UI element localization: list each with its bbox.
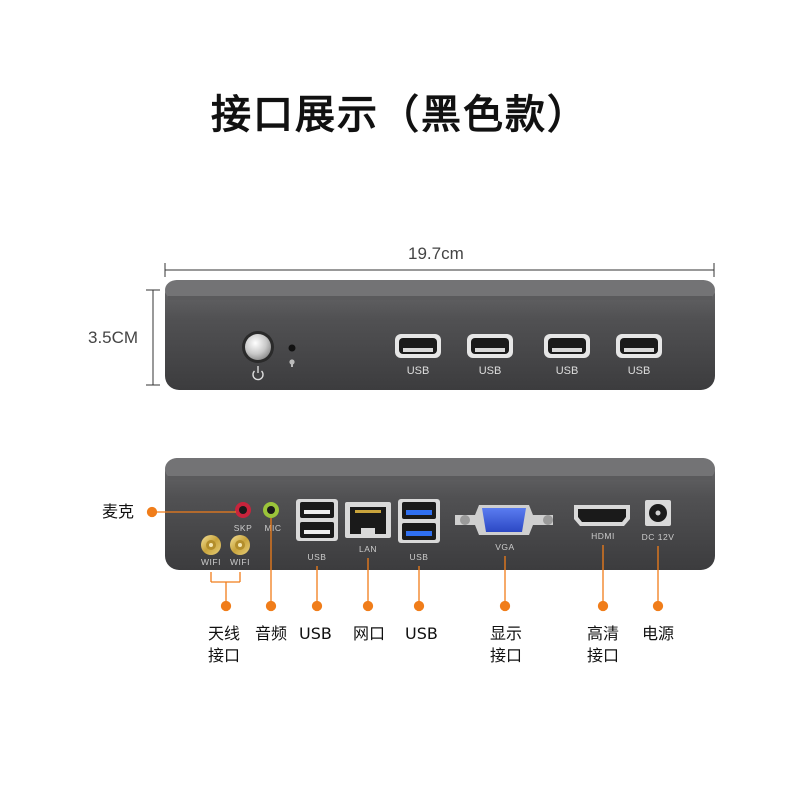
usb2-label: USB (308, 552, 327, 562)
callout-display: 显示 接口 (490, 624, 523, 665)
usb3-label: USB (410, 552, 429, 562)
skp-jack (235, 502, 251, 518)
bulb-icon (289, 359, 295, 367)
mic-label: MIC (264, 523, 281, 533)
wifi-label-2: WIFI (230, 557, 250, 567)
hdmi-label: HDMI (591, 531, 615, 541)
callout-hd: 高清 接口 (587, 624, 620, 665)
lan-port (345, 502, 391, 538)
vga-label: VGA (495, 542, 514, 552)
width-dimension-line (164, 263, 715, 277)
front-view-device: USB USB USB USB (165, 280, 715, 390)
dc-power-jack (645, 500, 671, 526)
front-usb-port-1 (395, 334, 441, 358)
callout-usb-b: USB (405, 624, 438, 643)
mic-jack (263, 502, 279, 518)
wifi-label-1: WIFI (201, 557, 221, 567)
lan-label: LAN (359, 544, 377, 554)
height-dimension-line (146, 289, 160, 386)
front-usb-port-4 (616, 334, 662, 358)
front-usb-label-1: USB (407, 365, 430, 377)
hdmi-port (574, 505, 630, 526)
front-usb-label-4: USB (628, 365, 651, 377)
vga-port (455, 505, 553, 535)
height-dimension-label: 3.5CM (88, 328, 139, 347)
rear-usb2-stack (296, 499, 338, 541)
power-icon (252, 366, 264, 381)
front-usb-port-3 (544, 334, 590, 358)
callout-mic-input: 麦克 (102, 502, 135, 521)
callout-power: 电源 (642, 624, 675, 643)
rear-usb3-stack (398, 499, 440, 543)
front-usb-label-2: USB (479, 365, 502, 377)
wifi-connector-1 (201, 535, 221, 555)
front-usb-port-2 (467, 334, 513, 358)
wifi-connector-2 (230, 535, 250, 555)
page-title: 接口展示（黑色款） (211, 92, 589, 138)
dc-label: DC 12V (642, 532, 675, 542)
callout-lines (146, 506, 664, 612)
width-dimension-label: 19.7cm (408, 244, 464, 263)
led-indicator (288, 344, 296, 352)
callout-network: 网口 (353, 624, 386, 643)
rear-view-device: SKP MIC WIFI WIFI USB (165, 458, 715, 570)
callout-usb-a: USB (299, 624, 332, 643)
skp-label: SKP (234, 523, 253, 533)
callout-antenna: 天线 接口 (208, 624, 241, 665)
front-usb-label-3: USB (556, 365, 579, 377)
callout-audio: 音频 (255, 624, 288, 643)
